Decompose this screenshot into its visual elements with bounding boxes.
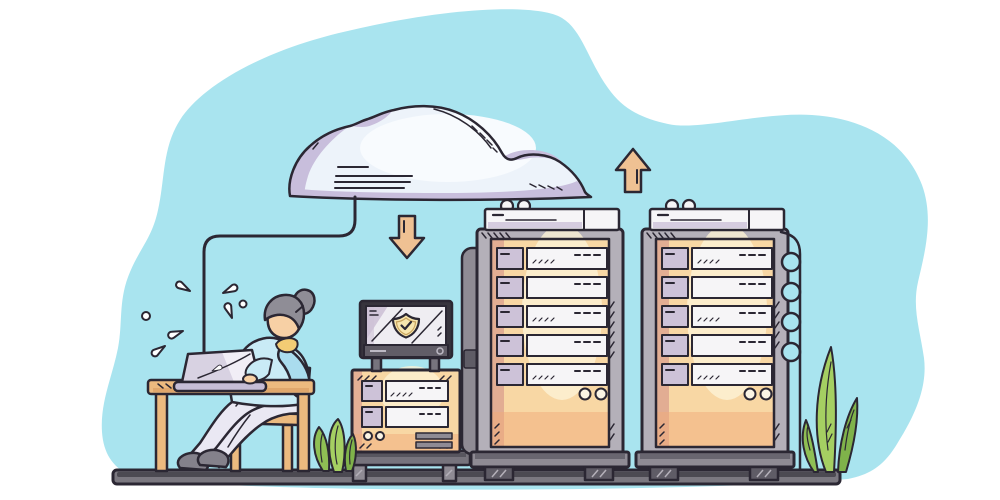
download-arrow-icon: [388, 214, 426, 260]
person-collar: [275, 337, 299, 354]
sparks: [141, 280, 248, 358]
rack-lid: [483, 207, 621, 232]
drive-bay: [661, 363, 773, 386]
shoe-right: [196, 448, 230, 469]
drive-bay: [496, 305, 608, 328]
shield-check-icon: [391, 312, 421, 339]
rack-foot: [583, 465, 615, 482]
rack-foot: [648, 465, 680, 482]
wire: [202, 195, 357, 364]
drive-bay: [661, 334, 773, 357]
cabinet-vent: [415, 432, 453, 440]
drive-bay: [361, 406, 449, 428]
cloud-detail-lines: [312, 108, 563, 191]
drive-bay: [496, 334, 608, 357]
security-monitor: [358, 299, 454, 360]
person-hair: [263, 288, 316, 331]
rack-lid: [648, 207, 786, 232]
security-cabinet: [350, 366, 462, 454]
drive-bay: [661, 305, 773, 328]
cabinet-button: [363, 431, 373, 441]
cabinet-vent: [415, 441, 453, 449]
rack-foot: [483, 465, 515, 482]
server-rack-left: [460, 198, 631, 482]
upload-arrow-icon: [614, 147, 652, 194]
rack-cable: [779, 230, 802, 472]
drive-bay: [661, 276, 773, 299]
plant-bush: [313, 418, 357, 473]
drive-bay: [496, 363, 608, 386]
drive-bay: [496, 276, 608, 299]
cabinet-button: [375, 431, 385, 441]
ground: [111, 468, 842, 486]
drive-bay: [661, 247, 773, 270]
cloud: [288, 104, 593, 202]
rack-foot: [748, 465, 780, 482]
drive-bay: [361, 380, 449, 402]
drive-bay: [496, 247, 608, 270]
person-hand-laptop: [242, 357, 273, 385]
laptop: [172, 348, 268, 393]
plant-seagrass: [801, 346, 859, 473]
server-rack-right: [634, 198, 796, 482]
